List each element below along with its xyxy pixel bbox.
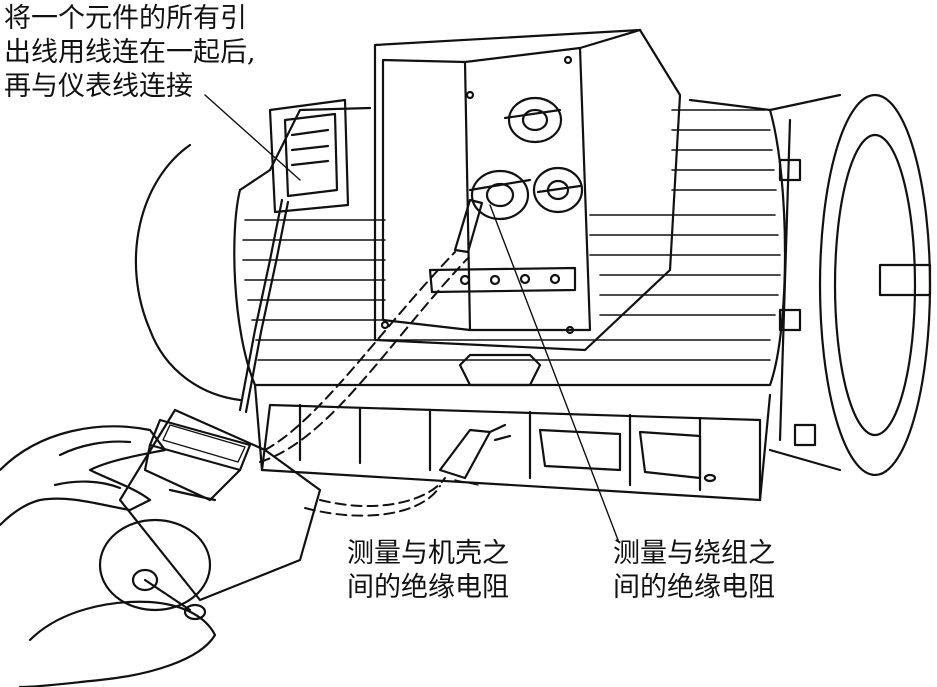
annotation-line: 测量与绕组之 <box>613 538 775 569</box>
end-flange <box>768 93 932 477</box>
annotation-connect-leads: 将一个元件的所有引 出线用线连在一起后, 再与仪表线连接 <box>4 2 256 104</box>
motor-base <box>253 353 772 502</box>
annotation-case-insulation: 测量与机壳之 间的绝缘电阻 <box>347 537 509 605</box>
annotation-line: 出线用线连在一起后, <box>4 37 256 68</box>
hand-crank <box>98 518 212 621</box>
test-leads <box>259 251 469 517</box>
annotation-line: 间的绝缘电阻 <box>613 572 775 603</box>
hands <box>0 425 217 687</box>
ground-clip <box>438 423 512 480</box>
left-terminal-box <box>268 98 350 214</box>
link-wire <box>238 198 284 412</box>
annotation-line: 将一个元件的所有引 <box>4 3 247 34</box>
fan-cowl <box>134 143 242 402</box>
leader-lines <box>204 94 619 541</box>
megohmmeter <box>118 408 322 602</box>
terminal-studs <box>468 96 584 221</box>
terminal-clip <box>453 198 484 254</box>
annotation-line: 再与仪表线连接 <box>4 71 193 102</box>
main-terminal-box <box>373 28 682 352</box>
terminal-strip <box>428 266 577 294</box>
annotation-line: 测量与机壳之 <box>347 538 509 569</box>
annotation-line: 间的绝缘电阻 <box>347 572 509 603</box>
motor-body <box>233 98 787 387</box>
annotation-winding-insulation: 测量与绕组之 间的绝缘电阻 <box>613 537 775 605</box>
